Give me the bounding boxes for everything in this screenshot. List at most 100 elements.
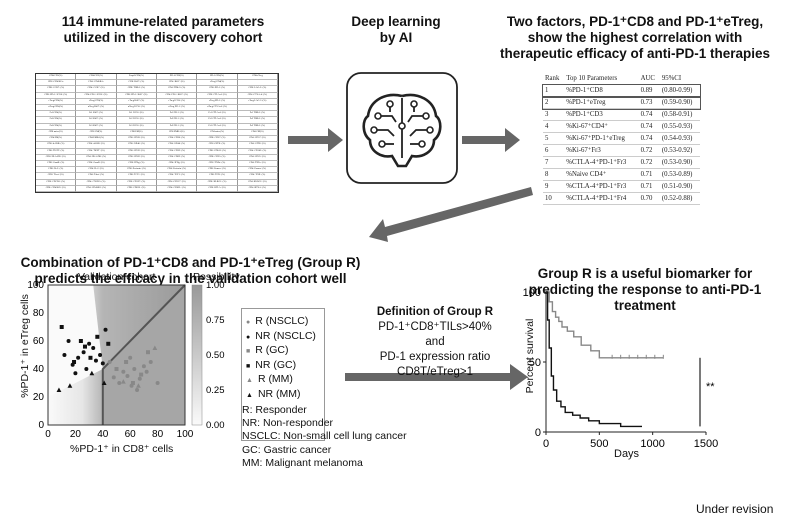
y-tick-label: 60 (33, 336, 45, 347)
param-cell: Fr2 TIM-3+(%) (237, 117, 278, 124)
param-cell: CD8+CD45RO+(%) (36, 185, 77, 192)
legend-marker-icon: ■ (246, 348, 251, 355)
param-cell (237, 80, 278, 87)
param-cell: CD4+T-bet+(%) (76, 173, 117, 180)
data-point (128, 355, 133, 360)
abbreviation-line: GC: Gastric cancer (242, 443, 332, 456)
param-cell: CD8+Perforin+(%) (116, 167, 157, 174)
data-point (114, 367, 119, 371)
low-region (48, 285, 103, 397)
param-cell: CD4+IFNg+(%) (156, 160, 198, 168)
survival-ylabel: Percent survival (524, 318, 536, 394)
ranking-header-cell: Rank (543, 73, 565, 85)
data-point (103, 327, 108, 332)
ranking-cell: %CTLA-4⁺PD-1⁺Fr4 (564, 192, 639, 205)
data-point (95, 334, 100, 339)
arrow-down-left (369, 187, 533, 242)
data-point (121, 369, 126, 374)
param-cell: CD4+CTLA-4+(%) (237, 92, 278, 99)
data-point (130, 381, 135, 385)
legend-marker-icon: ● (246, 319, 251, 326)
param-cell: eTreg ICOS+(%) (156, 98, 198, 106)
scatter-ylabel: %PD-1⁺ in eTreg cells (19, 294, 31, 398)
x-tick-label: 0 (45, 429, 51, 440)
legend-item: ●R (NSCLC) (246, 315, 308, 327)
ranking-cell: (0.53-0.89) (659, 168, 700, 181)
param-cell: CD8+CD28+(%) (116, 136, 157, 143)
param-cell: Fr3 TIM-3+(%) (237, 123, 278, 130)
data-point (62, 353, 67, 357)
ranking-cell: 3 (543, 108, 565, 121)
y-tick-label: 100 (27, 280, 44, 291)
param-cell: CD4+CD45RO+(%) (76, 185, 117, 192)
legend-label: R (GC) (255, 344, 289, 356)
data-point (66, 339, 71, 343)
param-cell: CD8+TCF1+(%) (116, 173, 157, 180)
ranking-cell: 4 (543, 120, 565, 133)
abbreviation-line: MM: Malignant melanoma (242, 456, 363, 469)
ranking-cell: 0.73 (638, 96, 660, 109)
data-point (141, 364, 146, 369)
data-point (78, 339, 83, 343)
param-cell: CD4+KLRG1+(%) (237, 179, 278, 186)
param-cell: CD4+BTLA+(%) (237, 185, 278, 192)
param-cell: CD8 EM(%) (116, 129, 157, 137)
param-cell: Fr2 PD-1+(%) (156, 117, 198, 124)
legend-label: NR (MM) (257, 387, 301, 400)
param-cell: eTreg PD-1+(%) (197, 98, 238, 106)
data-point (136, 383, 141, 388)
param-cell: CD4+Eomes+(%) (237, 167, 278, 174)
data-point (117, 381, 122, 385)
param-cell: CD8+CTLA-4+(%) (197, 92, 238, 99)
param-cell: CD8+IL-2+(%) (36, 167, 77, 174)
param-cell: eTreg LAG-3+(%) (237, 98, 278, 106)
param-cell: CD4+CD62L+(%) (156, 185, 198, 192)
param-cell: Fr3 Ki67+(%) (76, 123, 117, 130)
ranking-cell: (0.80-0.99) (659, 84, 700, 97)
arrow-right-1 (288, 128, 343, 152)
param-cell: CD4+PD-1+ICOS+(%) (76, 92, 117, 99)
ranking-cell: %PD-1⁺eTreg (564, 96, 639, 109)
ranking-cell: 5 (543, 132, 565, 145)
param-cell: Fr3/CD4(%) (36, 123, 77, 130)
x-tick-label: 20 (70, 429, 82, 440)
ranking-cell: 0.71 (638, 180, 660, 193)
scatter-title: Validation cohort (78, 271, 156, 283)
arrow-right-2 (462, 128, 520, 152)
y-tick-label: 40 (33, 364, 45, 375)
x-tick-label: 1000 (640, 438, 664, 450)
footer-note: Under revision (696, 502, 774, 516)
param-cell: CD8+OX40+(%) (116, 142, 157, 149)
param-cell: eTreg/CD4(%) (36, 98, 77, 106)
ranking-cell: 6 (543, 144, 565, 157)
definition-title: Definition of Group R (376, 306, 494, 318)
x-tick-label: 40 (97, 429, 109, 440)
legend-item: ■ R (GC) (246, 344, 288, 356)
ranking-cell: 0.72 (638, 156, 660, 169)
param-cell: CD8+CD103+(%) (197, 148, 238, 155)
param-cell: CD8+BTLA+(%) (197, 185, 238, 192)
param-cell: CD8+TNFa+(%) (197, 160, 238, 168)
ranking-cell: (0.53-0.90) (659, 156, 700, 169)
legend-item: ●NR (NSCLC) (246, 330, 316, 342)
colorbar-tick: 0.50 (206, 350, 225, 361)
ranking-row: 8%Naive CD4⁺0.71(0.53-0.89) (543, 168, 700, 181)
ranking-cell: 0.89 (638, 84, 660, 97)
definition-line-3: PD-1 expression ratio (379, 351, 491, 363)
param-cell: Fr3 CTLA-4+(%) (197, 123, 238, 130)
param-cell: CD8+Eomes+(%) (197, 167, 238, 174)
y-tick-label: 80 (33, 308, 45, 319)
param-cell: CD4+OX40+(%) (156, 142, 198, 149)
ranking-header-cell: Top 10 Parameters (564, 73, 639, 85)
ranking-cell: 7 (543, 156, 565, 169)
data-point (135, 388, 140, 392)
data-point (59, 325, 64, 329)
param-cell: CD4+CCR7+(%) (76, 86, 117, 93)
legend-marker-icon: ▲ (246, 377, 253, 384)
param-cell: CD4+GITR+(%) (237, 142, 278, 149)
